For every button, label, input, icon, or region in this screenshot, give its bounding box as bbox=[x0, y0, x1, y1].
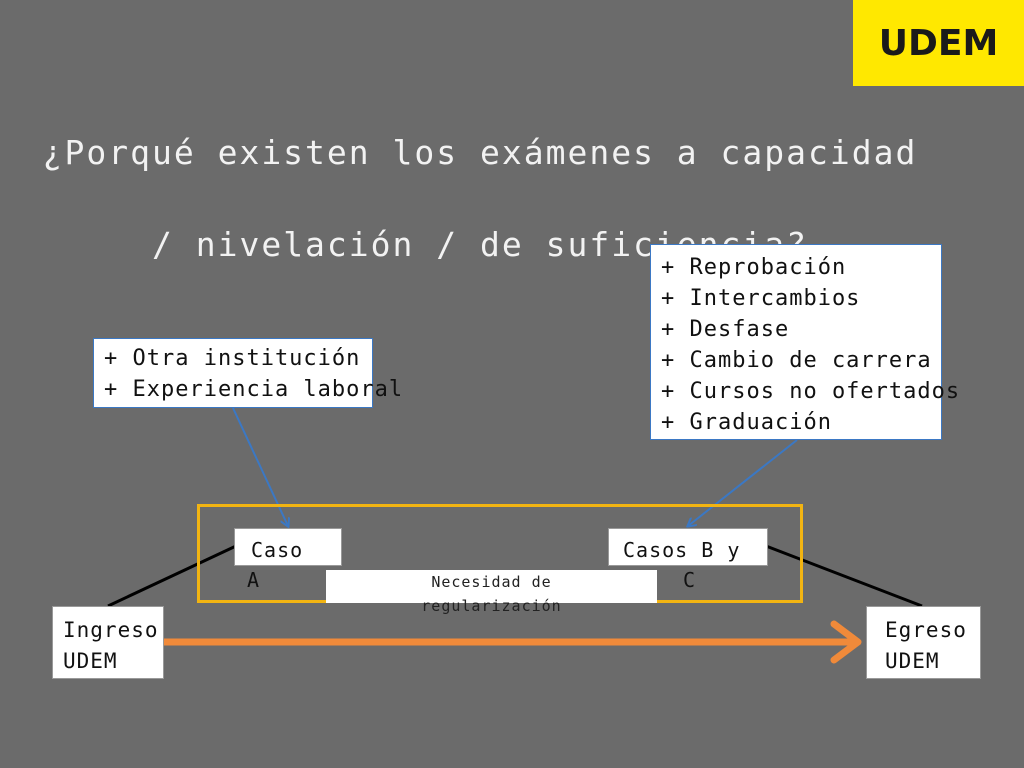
need-line-1: Necesidad de bbox=[431, 573, 552, 591]
entry-org: UDEM bbox=[63, 649, 118, 673]
case-a-letter: A bbox=[247, 568, 261, 592]
need-line-2: regularización bbox=[421, 597, 562, 615]
cases-bc-cause: + Reprobación bbox=[661, 255, 847, 280]
slide-title: ¿Porqué existen los exámenes a capacidad… bbox=[20, 84, 940, 314]
connector-cases-bc-to-exit bbox=[765, 544, 923, 608]
exit-label: Egreso bbox=[885, 618, 967, 642]
regularization-need-box: Necesidad de regularización bbox=[326, 570, 657, 615]
case-a-cause: + Experiencia laboral bbox=[104, 377, 404, 402]
exit-org: UDEM bbox=[885, 649, 940, 673]
udem-logo: UDEM bbox=[853, 0, 1024, 86]
path-arrow-head bbox=[830, 620, 862, 664]
cases-bc-cause: + Intercambios bbox=[661, 286, 861, 311]
cases-bc-causes-box: + Reprobación + Intercambios + Desfase +… bbox=[650, 244, 961, 440]
entry-label: Ingreso bbox=[63, 618, 159, 642]
title-line-1: ¿Porqué existen los exámenes a capacidad bbox=[42, 133, 918, 172]
logo-text: UDEM bbox=[878, 22, 999, 64]
cases-bc-box: Casos B y C bbox=[608, 528, 768, 592]
cases-bc-label: Casos B y bbox=[623, 538, 741, 562]
exit-udem-box: Egreso UDEM bbox=[866, 606, 981, 679]
case-a-causes-box: + Otra institución + Experiencia laboral bbox=[93, 338, 404, 408]
arrow-to-cases-bc bbox=[688, 439, 798, 526]
cases-bc-cause: + Graduación bbox=[661, 410, 832, 435]
cases-bc-letter: C bbox=[683, 568, 697, 592]
case-a-cause: + Otra institución bbox=[104, 346, 361, 371]
entry-udem-box: Ingreso UDEM bbox=[52, 606, 164, 679]
cases-bc-cause: + Desfase bbox=[661, 317, 790, 342]
case-a-box: Caso A bbox=[234, 528, 342, 592]
cases-bc-cause: + Cambio de carrera bbox=[661, 348, 932, 373]
connector-entry-to-case-a bbox=[107, 544, 237, 608]
cases-bc-cause: + Cursos no ofertados bbox=[661, 379, 961, 404]
case-a-label: Caso bbox=[251, 538, 304, 562]
